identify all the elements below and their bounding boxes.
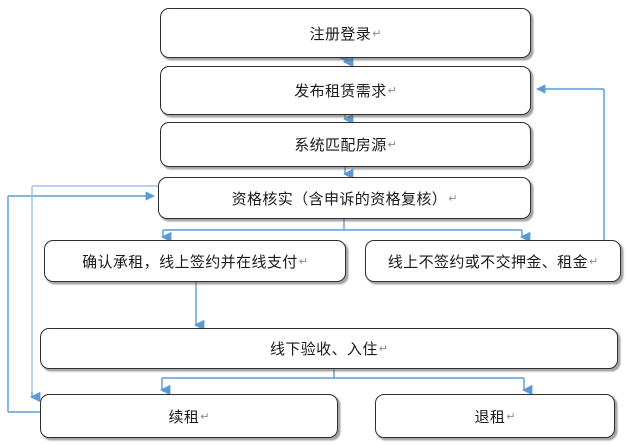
paragraph-mark: ↵ (588, 255, 599, 268)
node-publish-rental-demand[interactable]: 发布租赁需求↵ (160, 66, 531, 115)
node-register-login[interactable]: 注册登录↵ (160, 8, 531, 58)
node-terminate-lease[interactable]: 退租↵ (375, 394, 615, 438)
node-qualification-verify[interactable]: 资格核实（含申诉的资格复核）↵ (158, 177, 531, 219)
node-label-confirm-rent-sign-pay: 确认承租，线上签约并在线支付 (82, 252, 298, 271)
paragraph-mark: ↵ (387, 85, 397, 97)
node-system-match-housing[interactable]: 系统匹配房源↵ (160, 122, 531, 167)
node-offline-acceptance-checkin[interactable]: 线下验收、入住↵ (40, 328, 618, 369)
node-no-sign-no-deposit[interactable]: 线上不签约或不交押金、租金↵ (365, 240, 621, 282)
node-label-renew-lease: 续租 (168, 407, 200, 426)
node-label-system-match-housing: 系统匹配房源 (294, 136, 387, 154)
node-label-no-sign-no-deposit: 线上不签约或不交押金、租金 (387, 252, 588, 271)
paragraph-mark: ↵ (506, 410, 516, 423)
node-label-publish-rental-demand: 发布租赁需求 (294, 82, 387, 100)
paragraph-mark: ↵ (298, 255, 308, 268)
node-label-register-login: 注册登录 (309, 24, 372, 43)
paragraph-mark: ↵ (378, 343, 389, 355)
paragraph-mark: ↵ (448, 192, 458, 205)
node-label-terminate-lease: 退租 (474, 407, 506, 426)
paragraph-mark: ↵ (387, 139, 397, 151)
node-renew-lease[interactable]: 续租↵ (40, 394, 338, 438)
node-label-qualification-verify: 资格核实（含申诉的资格复核） (231, 189, 448, 208)
paragraph-mark: ↵ (372, 27, 382, 40)
node-label-offline-acceptance-checkin: 线下验收、入住 (269, 340, 378, 358)
node-confirm-rent-sign-pay[interactable]: 确认承租，线上签约并在线支付↵ (44, 240, 346, 282)
paragraph-mark: ↵ (200, 410, 210, 423)
